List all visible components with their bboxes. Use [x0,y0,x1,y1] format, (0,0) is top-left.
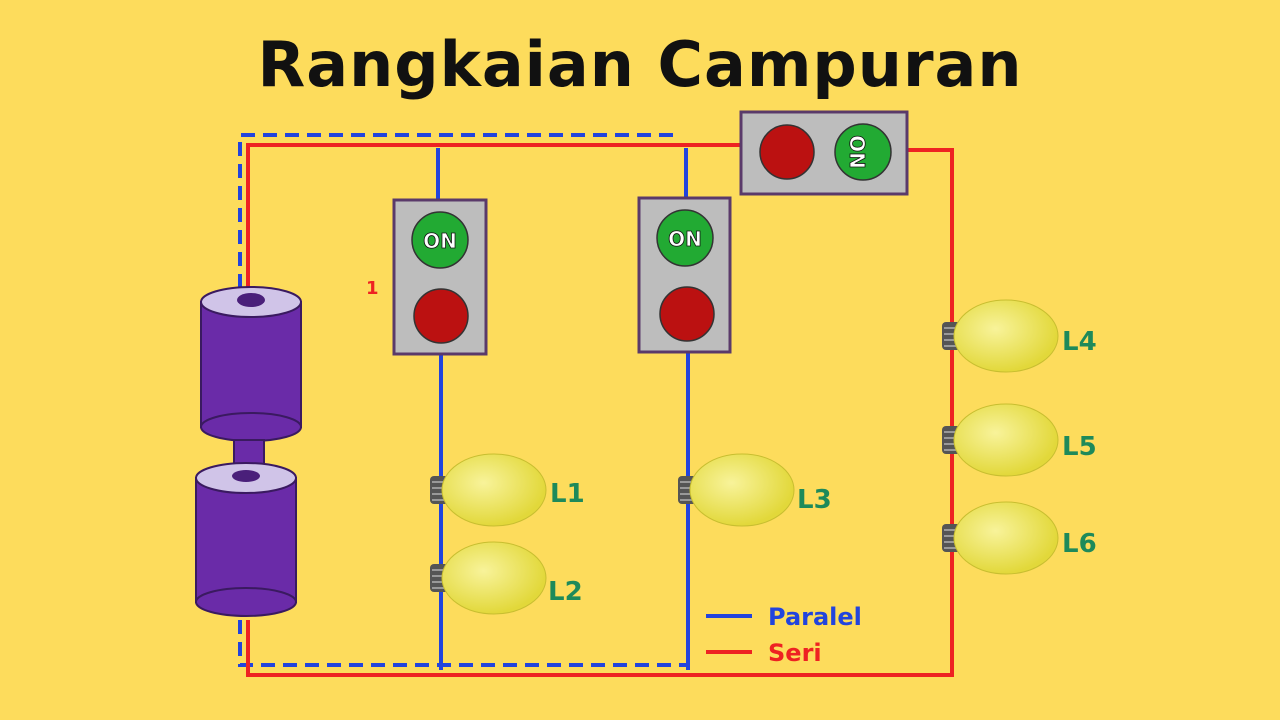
off-button [413,288,469,344]
off-button [759,124,815,180]
lamp-l5: L5 [941,403,1097,477]
lamp-l6: L6 [941,501,1097,575]
on-button [411,211,469,269]
lamp-label: L1 [550,479,585,509]
on-button-label: ON [668,227,702,251]
on-button-label: ON [423,229,457,253]
page-title: Rangkaian Campuran [257,28,1023,101]
switch-number-label: 1 [366,278,379,299]
switch-3: ON [739,110,909,196]
seri-wires [246,143,954,677]
legend-label-seri: Seri [768,639,822,667]
on-button [834,123,892,181]
lamp-label: L4 [1062,327,1097,357]
on-button [656,209,714,267]
lamp-l1: L1 [429,453,585,527]
battery [195,286,302,617]
lamp-l3: L3 [677,453,832,527]
lamp-label: L5 [1062,432,1097,462]
on-button-label: ON [845,135,869,169]
lamp-l4: L4 [941,299,1097,373]
off-button [659,286,715,342]
lamp-label: L6 [1062,529,1097,559]
switch-2: ON [637,196,732,354]
lamp-label: L2 [548,577,583,607]
lamp-label: L3 [797,485,832,515]
switch-1: ON [392,198,488,356]
legend-label-paralel: Paralel [768,603,862,631]
lamp-l2: L2 [429,541,583,615]
paralel-wires [238,133,690,670]
legend: Paralel Seri [706,603,862,667]
